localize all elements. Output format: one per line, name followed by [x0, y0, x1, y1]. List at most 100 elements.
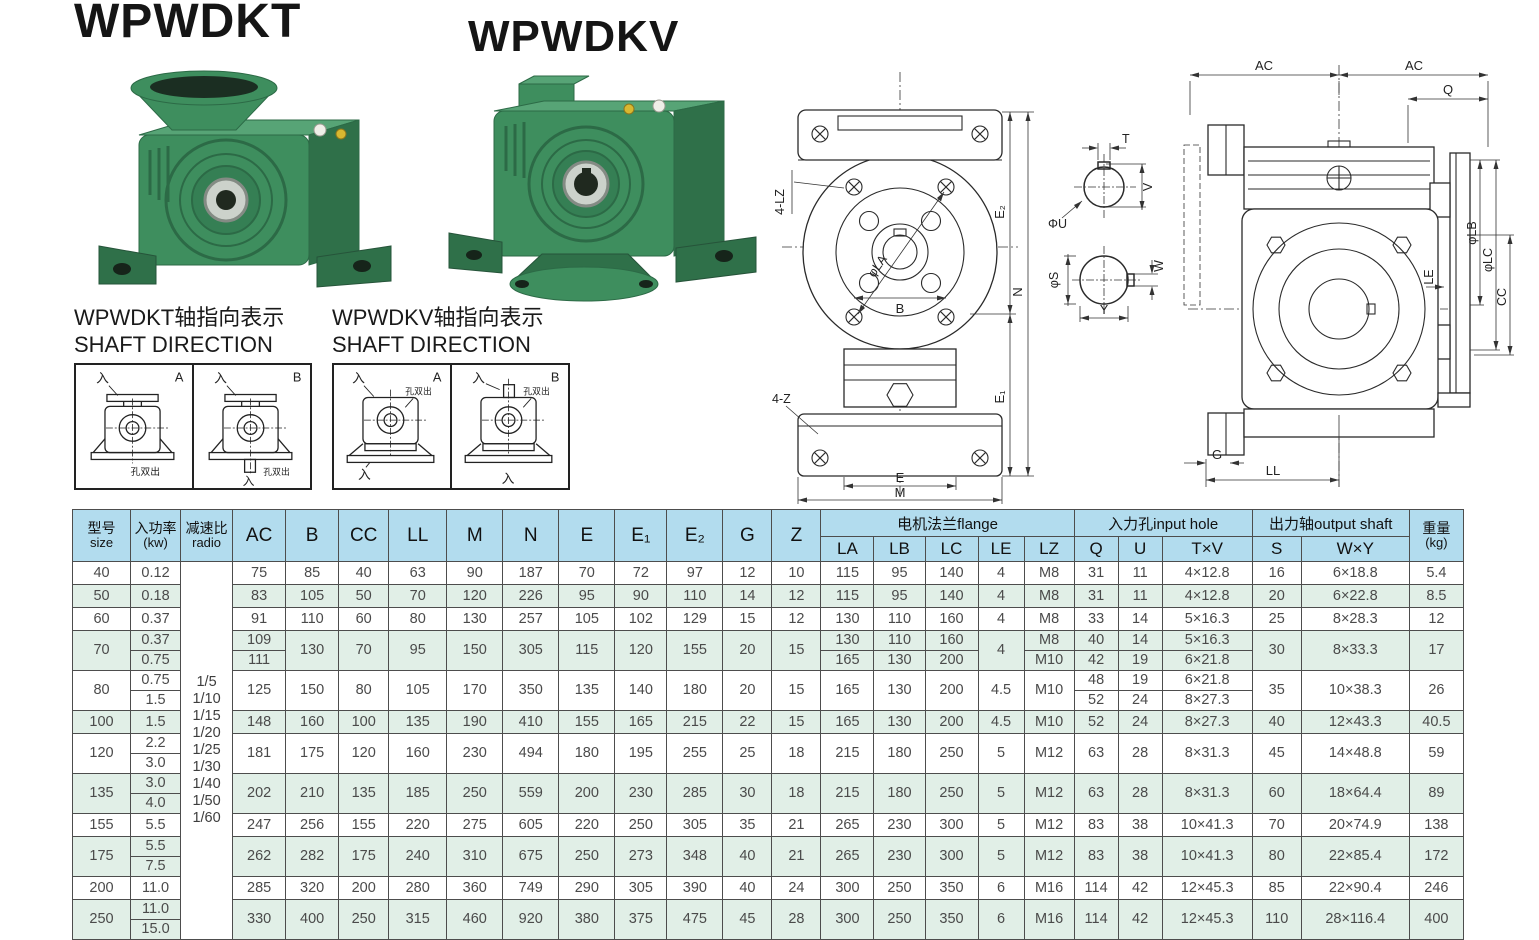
- input-label: 入: [358, 467, 371, 482]
- cell: 285: [232, 876, 287, 900]
- product-photo-wpwdkt: [98, 70, 392, 288]
- cell: 72: [614, 561, 668, 585]
- cell: 95: [388, 630, 448, 671]
- shaft-direction-cn: WPWDKT轴指向表示: [74, 305, 285, 330]
- cell: 42: [1073, 650, 1119, 671]
- cell: 138: [1408, 813, 1465, 837]
- cell: 300: [924, 813, 979, 837]
- cell: 70: [338, 630, 390, 671]
- cell: 4: [977, 630, 1025, 671]
- cell: 63: [1073, 733, 1119, 774]
- cell: 150: [285, 670, 340, 711]
- cell: 250: [558, 836, 616, 877]
- input-hole-group-header: 入力孔input hole: [1073, 509, 1253, 537]
- cell: 10: [771, 561, 822, 585]
- cell: 170: [446, 670, 504, 711]
- cell: 320: [285, 876, 340, 900]
- cell: 42: [1117, 899, 1163, 940]
- cell: 15: [771, 630, 822, 671]
- cell: 115: [820, 561, 875, 585]
- cell: 83: [1073, 836, 1119, 877]
- cell: M16: [1023, 899, 1075, 940]
- cell: 18×64.4: [1300, 773, 1410, 814]
- cell: 185: [388, 773, 448, 814]
- cell: 230: [446, 733, 504, 774]
- cell: 40: [1073, 630, 1119, 651]
- cell: 12: [722, 561, 773, 585]
- cell: 155: [558, 710, 616, 734]
- cell: 300: [820, 876, 875, 900]
- header-cell: Z: [771, 509, 822, 562]
- cell: 20: [1251, 584, 1302, 608]
- input-label: 入: [502, 471, 515, 486]
- cell: 1/5: [196, 674, 217, 690]
- header-cell: 重量: [1422, 520, 1451, 536]
- cell: 114: [1073, 899, 1119, 940]
- cell: 140: [924, 561, 979, 585]
- shaft-direction-en: SHAFT DIRECTION: [332, 332, 531, 357]
- cell: 110: [285, 607, 340, 631]
- cell: 0.37: [130, 607, 182, 631]
- cell: 150: [446, 630, 504, 671]
- cell: 250: [873, 876, 926, 900]
- diagram-kv-a: A 入 孔双出 入: [334, 365, 452, 488]
- cell: 257: [502, 607, 560, 631]
- cell: 110: [873, 607, 926, 631]
- cell: 30: [1251, 630, 1302, 671]
- cell: 105: [388, 670, 448, 711]
- cell: 52: [1073, 690, 1119, 711]
- cell: 2.2: [130, 733, 182, 754]
- cell: 120: [338, 733, 390, 774]
- product-photo-wpwdkv: [448, 75, 757, 302]
- cell: M8: [1023, 630, 1075, 651]
- cell: 11: [1117, 561, 1163, 585]
- cell: 40.5: [1408, 710, 1465, 734]
- cell: 24: [1117, 710, 1163, 734]
- cell: 111: [232, 650, 287, 671]
- cell: 120: [446, 584, 504, 608]
- cell: 12: [1408, 607, 1465, 631]
- cell: 5.5: [130, 836, 182, 857]
- cell: 45: [722, 899, 773, 940]
- header-cell: E₂: [666, 509, 724, 562]
- header-cell: 减速比: [185, 520, 228, 536]
- cell: 8.5: [1408, 584, 1465, 608]
- cell: 20: [722, 630, 773, 671]
- cell: 40: [71, 561, 132, 585]
- cell: 1/60: [192, 810, 221, 826]
- dim-label-n: N: [1010, 287, 1025, 296]
- page-title-wpwdkv: WPWDKV: [468, 12, 680, 61]
- cell: 60: [338, 607, 390, 631]
- cell: 200: [924, 710, 979, 734]
- cell: 28×116.4: [1300, 899, 1410, 940]
- cell: 1/40: [192, 776, 221, 792]
- cell: 8×31.3: [1161, 733, 1253, 774]
- cell: 0.75: [130, 670, 182, 691]
- cell: 180: [666, 670, 724, 711]
- cell: 230: [614, 773, 668, 814]
- cell: 25: [1251, 607, 1302, 631]
- cell: 4×12.8: [1161, 584, 1253, 608]
- cell: 19: [1117, 650, 1163, 671]
- cell: 155: [71, 813, 132, 837]
- cell: 250: [873, 899, 926, 940]
- cell: 6×18.8: [1300, 561, 1410, 585]
- cell: 265: [820, 836, 875, 877]
- cell: 48: [1073, 670, 1119, 691]
- cell: 250: [338, 899, 390, 940]
- cell: 28: [771, 899, 822, 940]
- cell: 165: [614, 710, 668, 734]
- cell: 165: [820, 670, 875, 711]
- cell: 215: [666, 710, 724, 734]
- cell: 165: [820, 710, 875, 734]
- cell: 5×16.3: [1161, 630, 1253, 651]
- cell: 390: [666, 876, 724, 900]
- header-cell: G: [722, 509, 773, 562]
- cell: 7.5: [130, 856, 182, 877]
- diagram-letter: B: [551, 370, 560, 385]
